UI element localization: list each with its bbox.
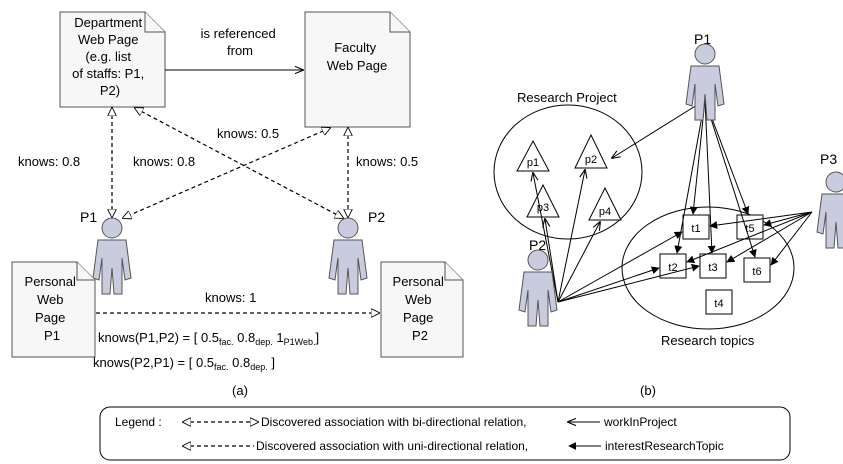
person-p2-icon <box>328 217 368 295</box>
dept-page-line-5: P2) <box>100 83 120 98</box>
topic-t3: t3 <box>699 253 727 279</box>
research-topics-label: Research topics <box>661 333 755 348</box>
svg-text:t4: t4 <box>714 298 723 310</box>
legend: Legend : Discovered association with bi-… <box>99 406 791 461</box>
svg-text:t5: t5 <box>745 223 754 235</box>
legend-bi-directional-text: Discovered association with bi-direction… <box>261 415 526 429</box>
svg-text:Personal Web P: Personal Web Page P1 <box>25 274 80 343</box>
svg-text:p4: p4 <box>599 206 611 218</box>
dept-page-line-3: (e.g. list <box>85 49 131 64</box>
project-p2: p2 <box>574 133 608 169</box>
panel-b: Research Project Research topics p1 p2 p… <box>493 31 843 398</box>
topic-t4: t4 <box>705 289 733 315</box>
personal-page-p1-node: Personal Web Page P1 <box>11 261 96 358</box>
svg-text:p2: p2 <box>585 154 597 166</box>
legend-label: Legend : <box>115 415 162 429</box>
knows-label-dept-p2: knows: 0.8 <box>133 154 195 169</box>
faculty-page-line-1: Faculty <box>334 40 376 55</box>
svg-text:t1: t1 <box>691 223 700 235</box>
faculty-p1-knows-arrow <box>123 128 330 218</box>
svg-text:Department Web Page: Department Web Page (e.g. list of staffs… <box>72 15 148 98</box>
formula-knows-p2-p1: knows(P2,P1) = [ 0.5fac. 0.8dep. ] <box>93 355 275 372</box>
topic-t1: t1 <box>682 214 710 240</box>
svg-text:t3: t3 <box>708 262 717 274</box>
formula-knows-p1-p2: knows(P1,P2) = [ 0.5fac. 0.8dep. 1P1Web.… <box>98 330 319 347</box>
project-p1: p1 <box>516 139 550 172</box>
dept-page-line-1: Department <box>74 15 142 30</box>
svg-text:Faculty Web Page: Faculty Web Page <box>327 40 387 73</box>
project-p4: p4 <box>588 186 622 221</box>
faculty-web-page-node: Faculty Web Page <box>304 11 411 128</box>
topic-t2: t2 <box>659 253 687 279</box>
knows-label-personal: knows: 1 <box>205 290 256 305</box>
research-project-label: Research Project <box>517 90 617 105</box>
person-p2-label: P2 <box>368 209 385 225</box>
p3-links <box>686 211 813 266</box>
person-p3-icon-b <box>816 171 843 249</box>
legend-interest-topic-text: interestResearchTopic <box>605 439 724 453</box>
panel-a: Department Web Page (e.g. list of staffs… <box>11 11 464 398</box>
person-p1-label: P1 <box>80 209 97 225</box>
dept-page-line-2: Web Page <box>78 32 138 47</box>
referenced-label: is referenced from <box>201 26 280 58</box>
knows-label-dept-p1: knows: 0.8 <box>18 154 80 169</box>
svg-text:p1: p1 <box>527 157 539 169</box>
dept-page-line-4: of staffs: P1, <box>72 66 144 81</box>
topic-t5: t5 <box>736 214 764 240</box>
caption-b: (b) <box>640 383 656 398</box>
person-p2-label-b: P2 <box>529 237 546 253</box>
faculty-page-line-2: Web Page <box>327 58 387 73</box>
knows-label-faculty-p2: knows: 0.5 <box>356 154 418 169</box>
personal-page-p2-node: Personal Web Page P2 <box>380 261 464 358</box>
caption-a: (a) <box>232 383 248 398</box>
svg-text:t6: t6 <box>752 266 761 278</box>
person-p3-label-b: P3 <box>820 151 837 167</box>
p2-links <box>533 170 700 303</box>
legend-uni-directional-text: Discovered association with uni-directio… <box>256 439 528 453</box>
svg-text:Personal Web P: Personal Web Page P2 <box>393 274 448 343</box>
person-p1-icon <box>92 217 132 295</box>
knows-label-faculty-p1: knows: 0.5 <box>217 126 279 141</box>
legend-work-in-project-text: workInProject <box>603 415 677 429</box>
svg-text:t2: t2 <box>668 262 677 274</box>
department-web-page-node: Department Web Page (e.g. list of staffs… <box>59 11 166 108</box>
topic-t6: t6 <box>743 257 771 283</box>
person-p1-label-b: P1 <box>694 31 711 47</box>
